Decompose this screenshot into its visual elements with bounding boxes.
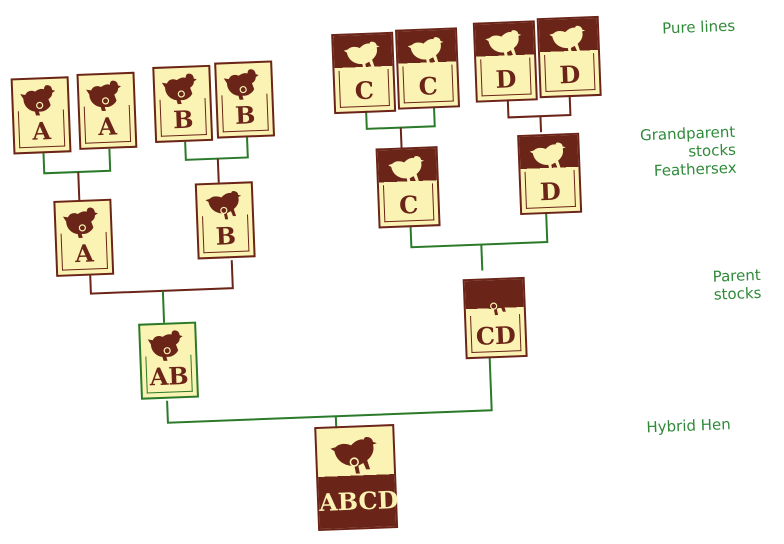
hen-icon bbox=[327, 432, 385, 478]
parent-card-cd: CD bbox=[462, 276, 528, 360]
parent-card-ab: AB bbox=[138, 321, 199, 400]
pure-line-card-a2: A bbox=[76, 71, 138, 150]
card-letter: B bbox=[234, 100, 256, 130]
hen-icon bbox=[203, 188, 246, 224]
grandparent-card-a: A bbox=[53, 198, 115, 277]
card-letter: A bbox=[97, 111, 118, 142]
hen-icon bbox=[527, 139, 570, 175]
card-letter: CD bbox=[475, 320, 517, 351]
rooster-icon bbox=[146, 328, 189, 364]
card-letter: C bbox=[398, 189, 419, 220]
hen-icon bbox=[483, 27, 526, 63]
pure-line-card-d1: D bbox=[472, 20, 538, 103]
card-letter: D bbox=[539, 176, 562, 207]
grandparent-card-b: B bbox=[194, 181, 256, 260]
rooster-icon bbox=[222, 67, 265, 103]
hybrid-card-abcd: ABCD bbox=[314, 424, 399, 532]
hen-icon bbox=[473, 283, 516, 319]
card-letter: C bbox=[354, 75, 375, 106]
pure-line-card-c2: C bbox=[395, 27, 461, 110]
card-letter: B bbox=[172, 104, 194, 135]
rooster-icon bbox=[19, 83, 62, 119]
card-letter: ABCD bbox=[318, 484, 399, 517]
pure-line-card-c1: C bbox=[331, 31, 397, 115]
hen-icon bbox=[341, 38, 384, 74]
grandparent-card-d: D bbox=[517, 132, 583, 216]
rooster-icon bbox=[85, 78, 128, 114]
rooster-icon bbox=[160, 71, 203, 107]
hen-icon bbox=[547, 22, 590, 58]
pure-line-card-b2: B bbox=[214, 60, 276, 139]
pure-line-card-b1: B bbox=[152, 64, 214, 144]
rooster-icon bbox=[62, 205, 105, 241]
hen-icon bbox=[386, 153, 429, 189]
card-letter: A bbox=[31, 116, 52, 146]
pure-line-card-d2: D bbox=[536, 15, 602, 99]
card-letter: C bbox=[418, 71, 439, 101]
label-grandparent: Grandparent stocks Feathersex bbox=[595, 123, 737, 182]
pure-line-card-a1: A bbox=[10, 76, 72, 155]
label-parent: Parent stocks bbox=[640, 266, 761, 307]
hen-icon bbox=[405, 34, 448, 70]
grandparent-card-c: C bbox=[375, 146, 441, 229]
card-letter: A bbox=[74, 238, 95, 269]
card-letter: B bbox=[215, 220, 237, 251]
card-letter: D bbox=[495, 64, 517, 94]
card-letter: D bbox=[558, 59, 581, 90]
card-letter: AB bbox=[149, 360, 190, 392]
